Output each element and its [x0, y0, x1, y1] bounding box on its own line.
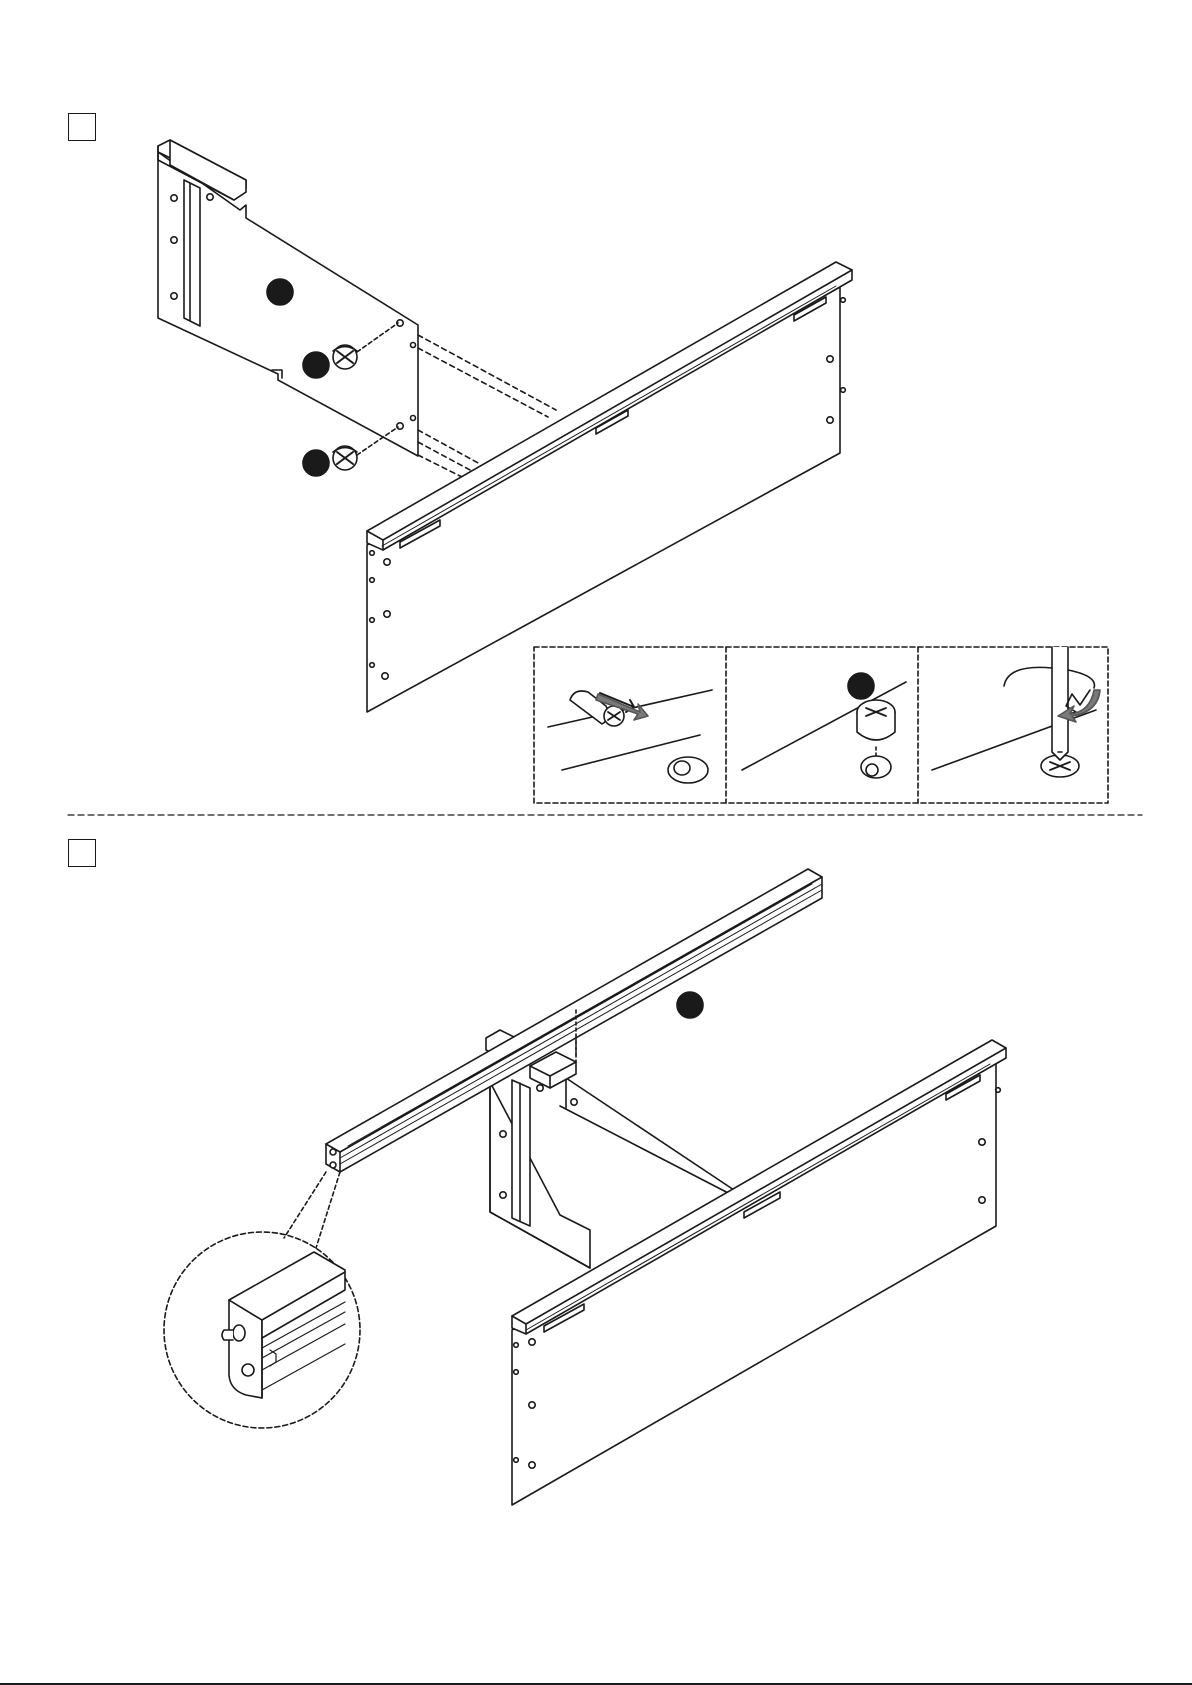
- callout-cam-lock-1: [303, 352, 329, 378]
- rotate-arrow-icon: [1004, 667, 1094, 688]
- detail-tighten: [932, 647, 1100, 777]
- screwdriver-icon: [1052, 647, 1068, 760]
- detail-panels: [534, 647, 1108, 803]
- detail-insert-dowel: [548, 690, 712, 783]
- callout-cam-lock-2: [303, 450, 329, 476]
- step2-front-panel: [512, 1040, 1006, 1505]
- step-2-illustration: [164, 869, 1006, 1505]
- step-1-illustration: [158, 140, 1108, 803]
- zoom-detail: [164, 1172, 360, 1428]
- detail-place-cam: [742, 673, 906, 778]
- callout-part-side-panel: [267, 279, 293, 305]
- cam-lock-icon: [333, 345, 357, 369]
- back-panel: [367, 262, 852, 712]
- callout-part-top-rail: [677, 992, 703, 1018]
- callout-cam-lock-detail: [848, 673, 874, 699]
- cam-lock-icon: [333, 446, 357, 470]
- top-rail: [326, 869, 822, 1172]
